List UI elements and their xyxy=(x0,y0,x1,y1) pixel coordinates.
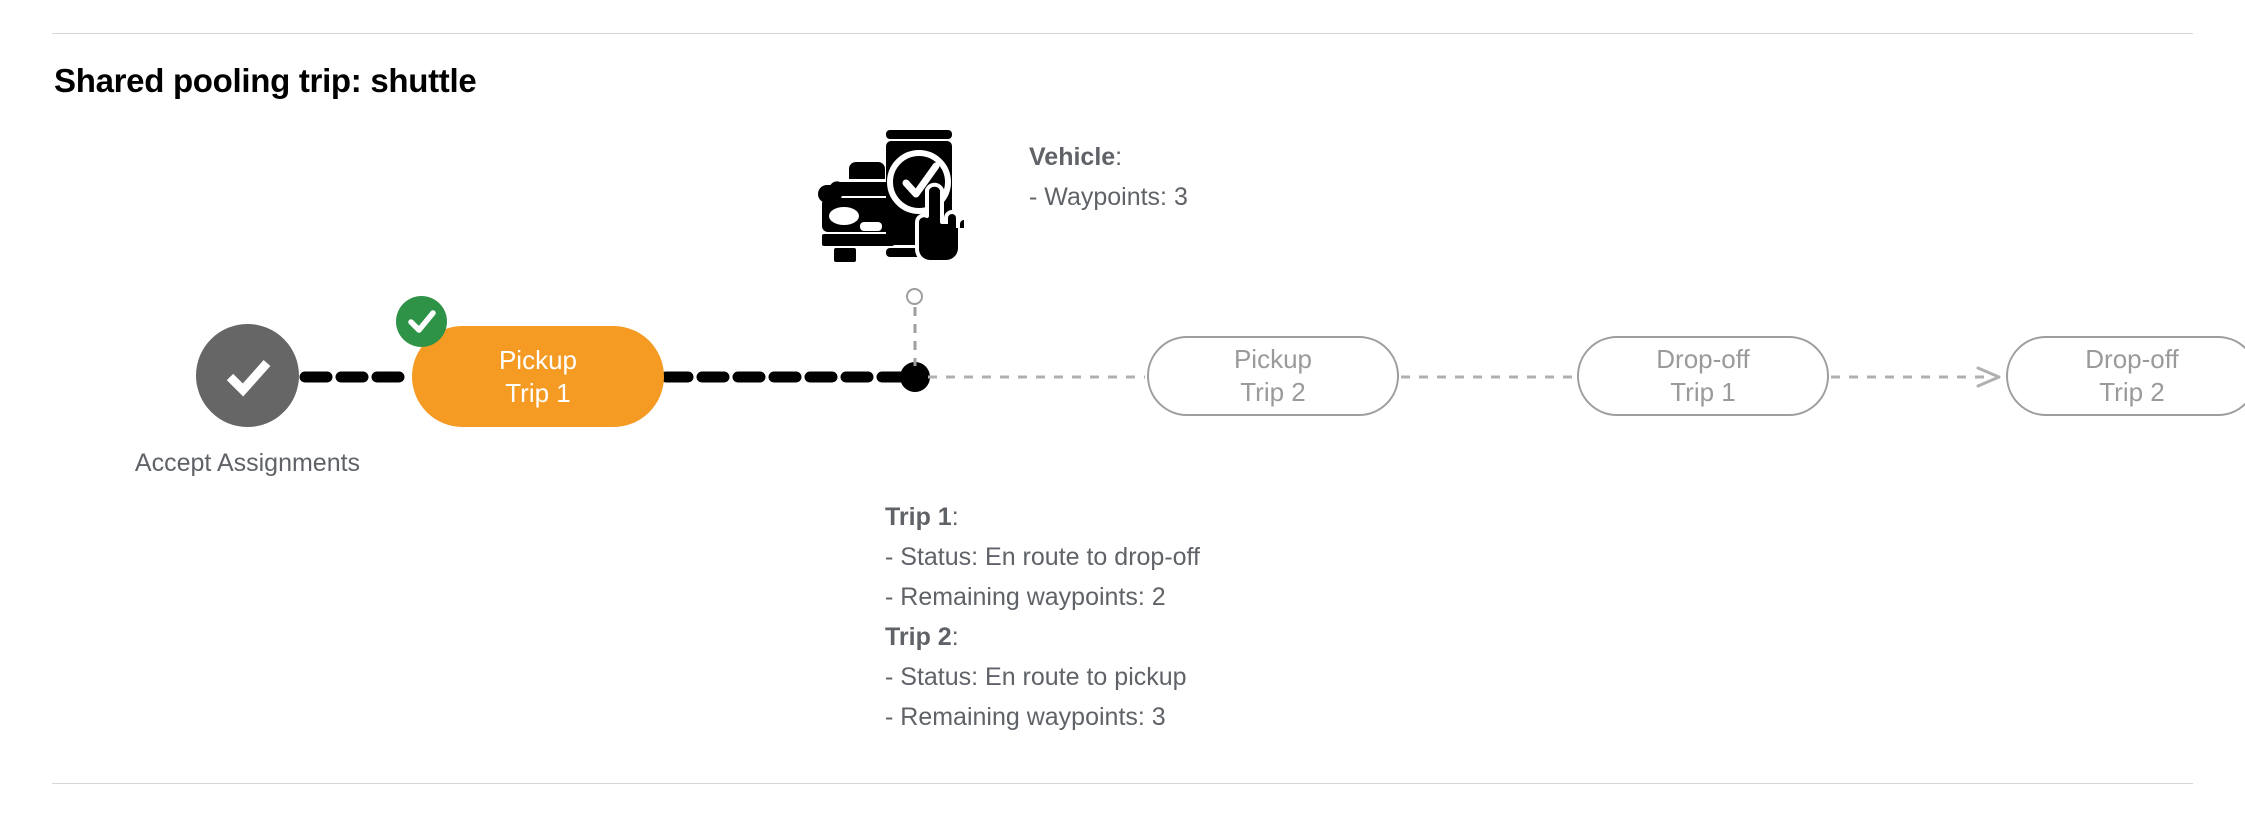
vehicle-position-marker xyxy=(906,288,923,305)
trip-info-block: Trip 1: - Status: En route to drop-off -… xyxy=(885,497,1200,737)
trip2-heading-text: Trip 2 xyxy=(885,623,952,651)
trip2-status: - Status: En route to pickup xyxy=(885,663,1187,691)
step-label-line2: Trip 2 xyxy=(1240,377,1306,407)
start-node-accept-assignments[interactable] xyxy=(196,324,299,427)
vehicle-info-heading-colon: : xyxy=(1115,143,1123,171)
step-label-line1: Pickup xyxy=(498,344,578,375)
step-drop-off-trip-2[interactable]: Drop-off Trip 2 xyxy=(2006,336,2245,416)
step-label-line2: Trip 1 xyxy=(505,377,571,408)
bottom-divider xyxy=(52,783,2193,784)
step-drop-off-trip-1[interactable]: Drop-off Trip 1 xyxy=(1577,336,1829,416)
step-label-line1: Drop-off xyxy=(1656,344,1750,374)
vehicle-info-heading: Vehicle: xyxy=(1029,137,1188,177)
top-divider xyxy=(52,33,2193,34)
trip1-heading: Trip 1: xyxy=(885,497,1200,537)
step-label-line2: Trip 2 xyxy=(2099,377,2165,407)
trip1-heading-colon: : xyxy=(951,503,959,531)
step-label-line1: Drop-off xyxy=(2085,344,2179,374)
trip2-heading: Trip 2: xyxy=(885,617,1200,657)
vehicle-info-heading-text: Vehicle xyxy=(1029,143,1116,171)
trip2-heading-colon: : xyxy=(951,623,959,651)
car-phone-check-icon xyxy=(816,124,972,264)
step-pickup-trip-1[interactable]: Pickup Trip 1 xyxy=(412,326,664,427)
trip1-status: - Status: En route to drop-off xyxy=(885,543,1200,571)
step-pickup-trip-2[interactable]: Pickup Trip 2 xyxy=(1147,336,1399,416)
trip1-waypoints: - Remaining waypoints: 2 xyxy=(885,583,1166,611)
start-node-label-line2: Assignments xyxy=(216,449,361,477)
trip1-heading-text: Trip 1 xyxy=(885,503,952,531)
start-node-label-line1: Accept xyxy=(134,449,212,477)
arrowhead-icon xyxy=(1976,366,2001,388)
page-title: Shared pooling trip: shuttle xyxy=(54,62,477,99)
trip2-waypoints: - Remaining waypoints: 3 xyxy=(885,703,1166,731)
step-label-line2: Trip 1 xyxy=(1670,377,1736,407)
check-badge-icon xyxy=(396,296,447,347)
vehicle-info-waypoints: - Waypoints: 3 xyxy=(1029,183,1188,211)
step-label-line1: Pickup xyxy=(1233,344,1313,374)
start-node-label: Accept Assignments xyxy=(100,443,395,484)
vehicle-info-block: Vehicle: - Waypoints: 3 xyxy=(1029,137,1188,217)
vehicle-position-dot xyxy=(900,362,930,392)
